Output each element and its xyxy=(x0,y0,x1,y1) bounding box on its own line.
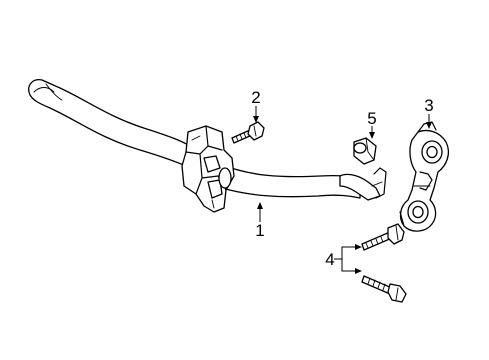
stabilizer-link-3 xyxy=(399,121,450,232)
callout-3: 3 xyxy=(424,96,433,115)
link-bolt-lower xyxy=(361,275,407,303)
callout-1: 1 xyxy=(255,221,264,240)
callout-5: 5 xyxy=(367,109,376,128)
leader-lines xyxy=(253,106,432,274)
nut-5 xyxy=(353,137,377,165)
bolt-2 xyxy=(231,121,265,144)
stabilizer-bar xyxy=(28,79,387,213)
callout-2: 2 xyxy=(251,88,260,107)
callout-4: 4 xyxy=(325,250,334,269)
link-bolt-upper xyxy=(361,223,405,251)
